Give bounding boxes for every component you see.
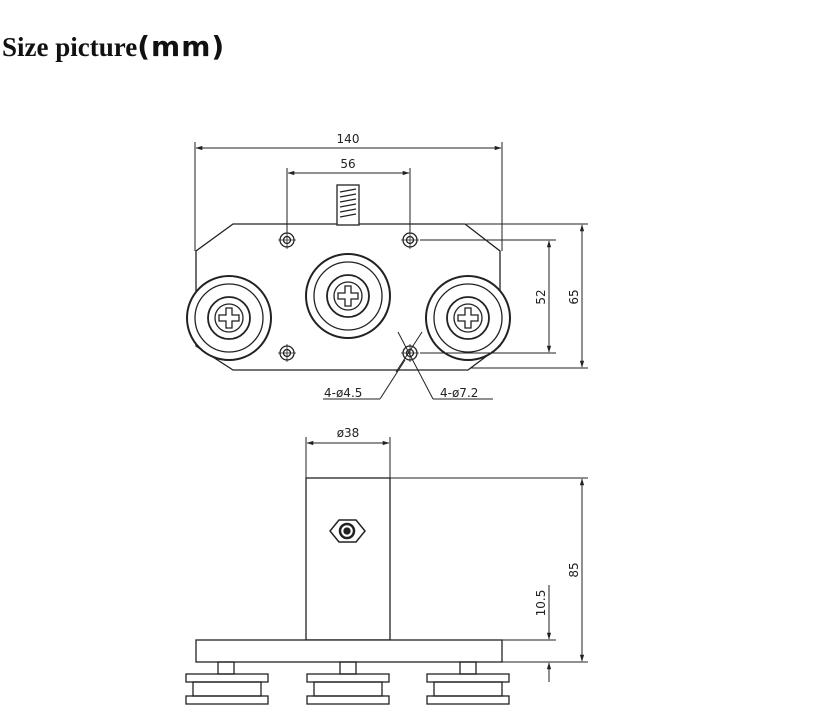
hole-top-right (401, 231, 419, 249)
wheel-center (306, 661, 390, 705)
label-large-holes: 4-ø7.2 (440, 386, 478, 400)
wheel-right (426, 661, 510, 705)
roller-right (425, 275, 511, 361)
dim-diameter-38: ø38 (337, 426, 360, 440)
side-view (185, 477, 510, 705)
top-dimensions (194, 142, 588, 400)
base-plate (195, 639, 503, 663)
threaded-stem (336, 184, 360, 226)
dim-56: 56 (340, 157, 355, 171)
dim-140: 140 (337, 132, 360, 146)
dim-10-5: 10.5 (534, 590, 548, 617)
plate-outline (195, 223, 501, 371)
roller-center (305, 253, 391, 339)
page-title: Size picture(mm) (2, 30, 225, 63)
title-unit: (mm) (137, 30, 226, 63)
top-view (186, 184, 511, 371)
wheel-left (185, 661, 269, 705)
title-text: Size picture (2, 32, 138, 62)
mounting-holes (278, 231, 419, 362)
hole-bottom-right (401, 344, 419, 362)
dim-65: 65 (567, 289, 581, 304)
hole-bottom-left (278, 344, 296, 362)
body-column (305, 477, 391, 641)
set-screw (329, 519, 366, 543)
dim-52: 52 (534, 289, 548, 304)
dim-85: 85 (567, 562, 581, 577)
roller-left (186, 275, 272, 361)
side-dimensions (305, 437, 588, 682)
label-small-holes: 4-ø4.5 (324, 386, 362, 400)
hole-top-left (278, 231, 296, 249)
